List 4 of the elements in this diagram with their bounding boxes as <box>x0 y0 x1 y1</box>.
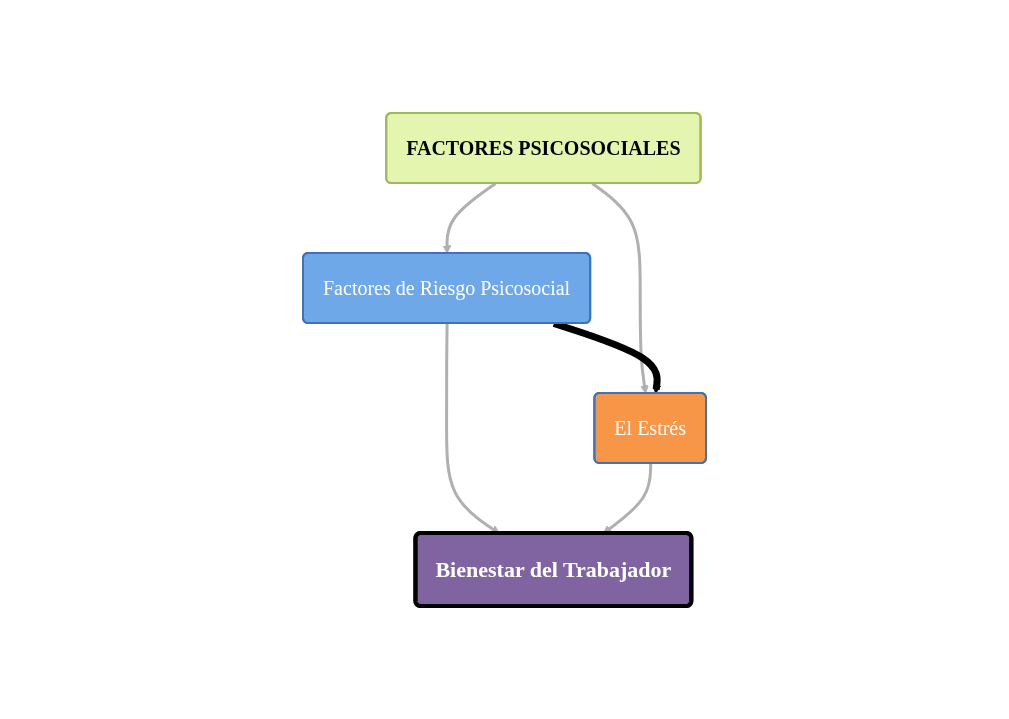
arrow <box>602 463 653 534</box>
arrow <box>445 323 500 534</box>
arrow <box>591 182 649 394</box>
arrow <box>442 182 497 254</box>
